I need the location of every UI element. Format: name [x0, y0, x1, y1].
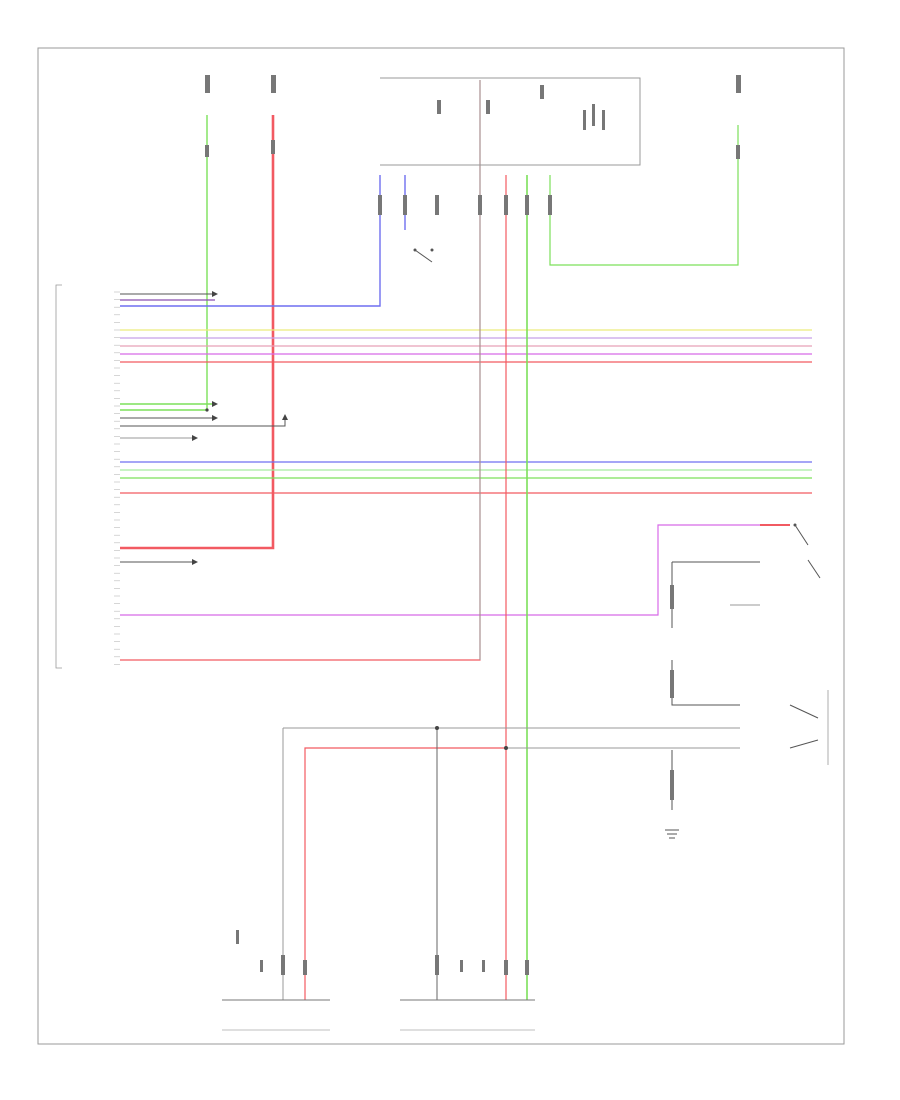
fuse-icon	[592, 104, 595, 126]
connector-icon	[378, 195, 382, 215]
arrow-icon	[282, 414, 288, 420]
arrow-icon	[212, 415, 218, 421]
diagram-border	[37, 47, 845, 1045]
connector-icon	[271, 140, 275, 154]
splice-group	[205, 408, 508, 750]
splice-dot	[435, 726, 439, 730]
switch-contact-icon	[793, 523, 797, 527]
fuse-icon	[486, 100, 490, 114]
arrow-icon	[212, 401, 218, 407]
wire-dark-right-3	[671, 660, 740, 706]
switch-icon	[789, 739, 819, 749]
connector-icon	[460, 960, 463, 972]
switch-icon	[794, 524, 809, 546]
fuse-icon	[205, 75, 210, 93]
wire-green-left	[120, 115, 208, 411]
fuse-icon	[583, 110, 586, 130]
fuse-icon	[271, 75, 276, 93]
connector-icon	[670, 670, 674, 698]
connector-icon	[403, 195, 407, 215]
switch-contact-icon	[413, 248, 417, 252]
splice-dot	[205, 408, 209, 412]
switch-icon	[807, 559, 821, 579]
connector-icon	[303, 960, 307, 975]
wire-blue-top	[120, 175, 381, 307]
fuse-group	[205, 75, 741, 130]
ecu-bracket	[55, 284, 62, 669]
connector-icon	[281, 955, 285, 975]
connector-icon	[236, 930, 239, 944]
switch-contact-icon	[430, 248, 434, 252]
arrow-icon	[192, 435, 198, 441]
fuse-icon	[736, 75, 741, 93]
connector-icon	[525, 960, 529, 975]
connector-icon	[525, 195, 529, 215]
wire-red-bottom	[304, 747, 506, 1000]
splice-dot	[504, 746, 508, 750]
connector-group	[205, 140, 740, 975]
connector-icon	[205, 145, 209, 157]
switch-icon	[414, 249, 433, 263]
wire-green-right	[549, 125, 739, 266]
fuse-icon	[602, 110, 605, 130]
ecu-pin-ticks	[114, 291, 120, 665]
wire-magenta-long	[120, 524, 790, 616]
connector-icon	[478, 195, 482, 215]
wire-red-lower	[120, 80, 481, 661]
fuse-icon	[540, 85, 544, 99]
switch-group	[413, 248, 829, 765]
connector-icon	[435, 955, 439, 975]
connector-icon	[670, 770, 674, 800]
connector-icon	[504, 195, 508, 215]
connector-icon	[260, 960, 263, 972]
wire-dark-mid-2	[120, 420, 286, 427]
switch-icon	[789, 704, 819, 719]
wire-top-bus	[380, 77, 641, 166]
connector-icon	[435, 195, 439, 215]
connector-icon	[482, 960, 485, 972]
wire-group	[120, 77, 812, 1000]
connector-icon	[504, 960, 508, 975]
arrow-group	[192, 291, 288, 565]
arrow-icon	[212, 291, 218, 297]
wire-red-left	[120, 115, 275, 550]
connector-icon	[548, 195, 552, 215]
connector-icon	[670, 585, 674, 609]
arrow-icon	[192, 559, 198, 565]
connector-icon	[736, 145, 740, 159]
fuse-icon	[437, 100, 441, 114]
ground-icon	[665, 829, 679, 839]
